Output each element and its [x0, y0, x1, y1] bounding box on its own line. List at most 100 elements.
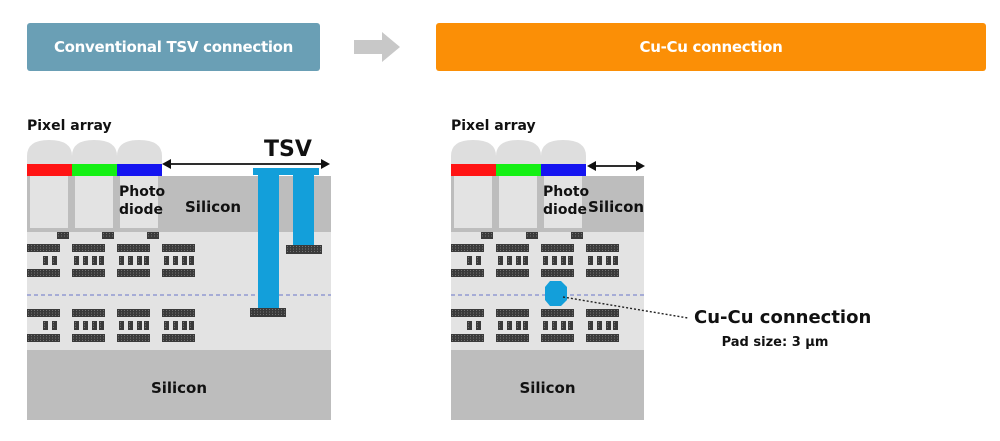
metal-texture	[542, 270, 573, 276]
via	[144, 256, 149, 265]
via	[128, 256, 133, 265]
via	[92, 256, 97, 265]
microlens	[451, 140, 496, 164]
via	[613, 321, 618, 330]
pixel-contact	[571, 232, 583, 239]
metal-texture	[148, 233, 158, 238]
metal-texture	[572, 233, 582, 238]
pixel-blue	[117, 140, 162, 239]
via	[182, 321, 187, 330]
metal-texture	[73, 310, 104, 316]
pixel-contact	[526, 232, 538, 239]
via	[164, 256, 169, 265]
via	[543, 321, 548, 330]
via	[516, 321, 521, 330]
metal-texture	[118, 245, 149, 251]
via	[92, 321, 97, 330]
tsv-long-via	[258, 175, 279, 308]
via	[606, 256, 611, 265]
wiring-cluster	[117, 244, 150, 277]
tsv-landing-pad	[286, 245, 322, 254]
via	[74, 256, 79, 265]
tsv-cap	[253, 168, 319, 175]
wiring-cluster	[72, 244, 105, 277]
via	[99, 321, 104, 330]
metal-texture	[452, 335, 483, 341]
cu-cu-pad	[545, 281, 567, 306]
wiring-cluster	[162, 244, 195, 277]
via	[561, 321, 566, 330]
pixel-red	[27, 140, 72, 239]
wiring-cluster	[586, 309, 619, 342]
metal-texture	[587, 245, 618, 251]
tsv-structure	[250, 168, 322, 317]
microlens	[117, 140, 162, 164]
photodiode-label-line2: diode	[119, 202, 163, 218]
pixel-contact	[481, 232, 493, 239]
tsv-area-dimension-arrow	[162, 159, 330, 169]
conventional-tsv-header: Conventional TSV connection	[27, 23, 320, 71]
via	[507, 321, 512, 330]
wiring-cluster	[586, 244, 619, 277]
via	[498, 321, 503, 330]
tsv-short-via	[293, 175, 314, 245]
via	[568, 321, 573, 330]
via	[189, 256, 194, 265]
metal-texture	[482, 233, 492, 238]
color-filter-red	[451, 164, 496, 176]
via	[52, 256, 57, 265]
pixel-blue	[541, 140, 586, 239]
metal-texture	[118, 335, 149, 341]
wiring-cluster	[72, 309, 105, 342]
metal-texture	[118, 310, 149, 316]
photodiode	[120, 176, 158, 228]
wiring-cluster	[451, 309, 484, 342]
via	[137, 321, 142, 330]
callout-leader-line	[562, 296, 689, 319]
color-filter-blue	[541, 164, 586, 176]
metal-texture	[497, 335, 528, 341]
via	[561, 256, 566, 265]
via	[173, 321, 178, 330]
pad-size-label: Pad size: 3 µm	[722, 335, 829, 350]
arrowhead-left	[587, 161, 596, 171]
metal-texture	[73, 270, 104, 276]
metal-texture	[73, 335, 104, 341]
metal-texture	[587, 270, 618, 276]
wiring-cluster	[27, 244, 60, 277]
via	[99, 256, 104, 265]
via	[588, 321, 593, 330]
via	[119, 256, 124, 265]
metal-texture	[542, 335, 573, 341]
via	[476, 256, 481, 265]
via	[613, 256, 618, 265]
microlens	[541, 140, 586, 164]
via	[119, 321, 124, 330]
via	[516, 256, 521, 265]
silicon-area-dimension-arrow	[587, 161, 645, 171]
tsv-label: TSV	[264, 137, 312, 162]
microlens	[27, 140, 72, 164]
metal-texture	[28, 335, 59, 341]
color-filter-green	[72, 164, 117, 176]
wiring-cluster	[541, 309, 574, 342]
photodiode-label-line2: diode	[543, 202, 587, 218]
pixel-contact	[102, 232, 114, 239]
cu-cu-header: Cu-Cu connection	[436, 23, 986, 71]
via	[523, 256, 528, 265]
via	[83, 321, 88, 330]
wiring-cluster	[27, 309, 60, 342]
silicon-top-label: Silicon	[185, 198, 241, 216]
via	[144, 321, 149, 330]
metal-texture	[542, 310, 573, 316]
metal-texture	[163, 310, 194, 316]
pixel-contact	[147, 232, 159, 239]
metal-texture	[497, 310, 528, 316]
pixel-red	[451, 140, 496, 239]
photodiode-label-line1: Photo	[119, 184, 166, 200]
silicon-top-layer	[27, 176, 331, 232]
wiring-cluster	[496, 309, 529, 342]
tsv-bottom-pad	[250, 308, 286, 317]
via	[74, 321, 79, 330]
metal-texture	[287, 246, 321, 253]
